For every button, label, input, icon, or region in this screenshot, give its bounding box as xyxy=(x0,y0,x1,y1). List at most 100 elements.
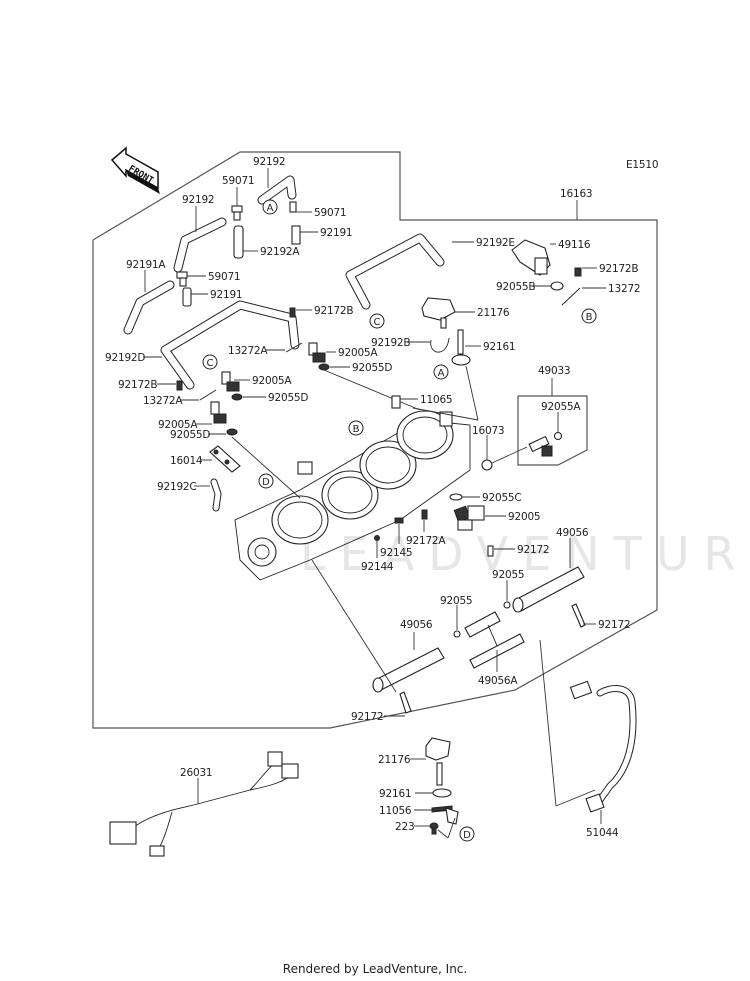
bolt-92172-bottom xyxy=(399,691,412,714)
o-ring-92055D-left xyxy=(226,428,238,436)
hose-92191-left xyxy=(182,287,192,307)
label-49056-left: 49056 xyxy=(400,619,433,631)
label-92055B: 92055B xyxy=(496,281,535,293)
label-13272: 13272 xyxy=(608,283,640,295)
fitting-49033 xyxy=(528,435,553,457)
label-59071-top: 59071 xyxy=(222,175,254,187)
label-21176-top: 21176 xyxy=(477,307,510,319)
label-16014: 16014 xyxy=(170,455,203,467)
label-92172B-right: 92172B xyxy=(599,263,638,275)
part-11065 xyxy=(391,395,401,409)
ref-marker-b-right-label: B xyxy=(586,312,593,323)
label-92145: 92145 xyxy=(380,547,412,559)
label-92172B-left: 92172B xyxy=(118,379,157,391)
label-49033: 49033 xyxy=(538,365,570,377)
label-92055C: 92055C xyxy=(482,492,522,504)
footer-credit: Rendered by LeadVenture, Inc. xyxy=(282,962,468,976)
ref-marker-d-bottom xyxy=(459,826,475,842)
sensor-92161-bottom xyxy=(432,762,452,798)
sensor-21176-top xyxy=(421,297,456,329)
sensor-92161-top xyxy=(451,329,471,366)
o-ring-92055-right xyxy=(503,601,511,609)
fitting-59071-right xyxy=(289,201,297,213)
label-49056A: 49056A xyxy=(478,675,518,687)
label-59071-right: 59071 xyxy=(314,207,346,219)
label-49056-right: 49056 xyxy=(556,527,589,539)
ref-marker-a-top xyxy=(262,199,278,215)
fuel-rail-49056-right xyxy=(512,566,585,613)
label-92192-left: 92192 xyxy=(182,194,214,206)
bracket-11056 xyxy=(431,805,459,825)
label-92055D-left: 92055D xyxy=(170,429,210,441)
clamp-13272 xyxy=(561,287,581,306)
ref-marker-a-top-label: A xyxy=(267,203,274,214)
label-11065: 11065 xyxy=(420,394,452,406)
label-92055A: 92055A xyxy=(541,401,581,413)
o-ring-92055D-right xyxy=(318,363,330,371)
wiring-harness-26031 xyxy=(109,751,299,857)
hose-92192-left xyxy=(173,217,227,273)
ref-marker-c-left xyxy=(202,354,218,370)
label-92192-top: 92192 xyxy=(253,156,285,168)
diagram-code: E1510 xyxy=(626,159,658,171)
label-92192E: 92192E xyxy=(476,237,515,249)
o-ring-92055B xyxy=(550,281,564,291)
label-92144: 92144 xyxy=(361,561,394,573)
label-92191-right: 92191 xyxy=(320,227,352,239)
label-11056: 11056 xyxy=(379,805,412,817)
bolt-92172B-top xyxy=(289,307,296,318)
ref-marker-d-bottom-label: D xyxy=(463,830,471,841)
label-92055D-right: 92055D xyxy=(352,362,392,374)
ref-marker-a-mid xyxy=(433,364,449,380)
label-92161-bottom: 92161 xyxy=(379,788,411,800)
sensor-49116 xyxy=(511,239,551,276)
label-92005: 92005 xyxy=(508,511,540,523)
fuel-hose-51044 xyxy=(569,680,637,813)
hose-92192E xyxy=(345,233,445,310)
label-92005A-left: 92005A xyxy=(158,419,198,431)
ref-marker-d-body-label: D xyxy=(262,477,270,488)
tee-fitting-59071-top xyxy=(231,205,243,221)
label-92191A: 92191A xyxy=(126,259,166,271)
sensor-21176-bottom xyxy=(425,737,451,761)
label-92192B: 92192B xyxy=(371,337,410,349)
ref-marker-b-body-label: B xyxy=(353,424,360,435)
hose-92192C xyxy=(210,478,222,512)
label-26031: 26031 xyxy=(180,767,212,779)
spring-92145 xyxy=(394,517,404,524)
label-16163: 16163 xyxy=(560,188,592,200)
hose-92192D xyxy=(160,300,300,390)
bolt-92172B-right xyxy=(574,267,582,277)
grommet-16073 xyxy=(481,459,493,471)
fitting-92005 xyxy=(453,505,485,531)
o-ring-92055A xyxy=(553,431,563,441)
label-59071-left: 59071 xyxy=(208,271,240,283)
label-92005A-mid: 92005A xyxy=(252,375,292,387)
part-16014 xyxy=(209,445,241,473)
label-13272A-right: 13272A xyxy=(228,345,268,357)
label-92055-right: 92055 xyxy=(492,569,524,581)
joint-49056A xyxy=(464,611,525,669)
label-92055D-mid: 92055D xyxy=(268,392,308,404)
ref-marker-c-left-label: C xyxy=(207,358,214,369)
label-51044: 51044 xyxy=(586,827,619,839)
label-92172-right: 92172 xyxy=(598,619,630,631)
clamp-13272A-left xyxy=(199,389,217,401)
fitting-92005A-left xyxy=(210,401,227,424)
clamp-13272A-right xyxy=(285,342,303,353)
label-92005A-right: 92005A xyxy=(338,347,378,359)
label-92172B-top: 92172B xyxy=(314,305,353,317)
fuel-rail-49056-left xyxy=(372,647,445,693)
o-ring-92055C xyxy=(449,493,463,501)
label-92055-left: 92055 xyxy=(440,595,472,607)
label-92192D: 92192D xyxy=(105,352,145,364)
label-21176-bottom: 21176 xyxy=(378,754,411,766)
label-13272A-left: 13272A xyxy=(143,395,183,407)
label-16073: 16073 xyxy=(472,425,504,437)
bolt-92172A xyxy=(421,509,428,520)
ref-marker-d-body xyxy=(258,473,274,489)
kit-49033-frame xyxy=(517,395,588,466)
part-92144 xyxy=(374,535,380,541)
screw-223 xyxy=(429,822,439,835)
